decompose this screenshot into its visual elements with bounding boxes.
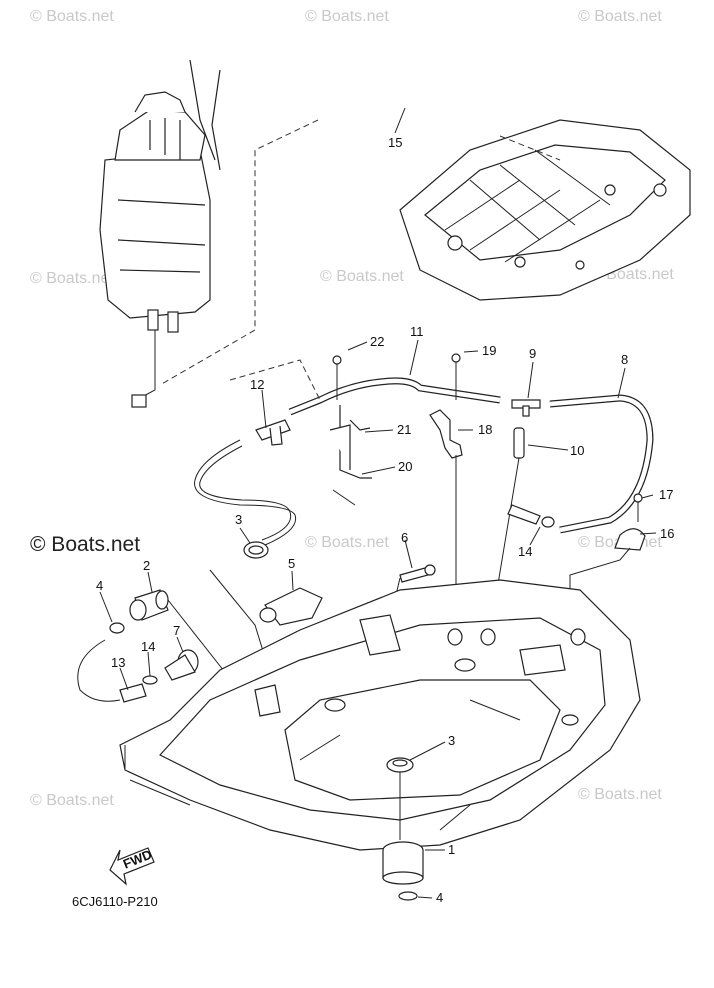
callout-19: 19 [482,343,496,358]
clamp-14-left [142,675,158,685]
hose-11 [288,377,501,416]
joint-12 [255,419,291,446]
callout-21: 21 [397,422,411,437]
callout-18: 18 [478,422,492,437]
watermark: © Boats.net [30,792,114,809]
callout-16: 16 [660,526,674,541]
hose-drain [194,439,297,546]
watermark: © Boats.net [30,270,114,287]
callout-4-lower: 4 [436,890,443,905]
watermark: © Boats.net [578,8,662,25]
callout-1: 1 [448,842,455,857]
callout-10: 10 [570,443,584,458]
vapor-separator-assembly [99,59,221,408]
callout-8: 8 [621,352,628,367]
callout-12: 12 [250,377,264,392]
joint-9 [511,399,541,417]
drain-1 [382,841,424,885]
callout-4-left: 4 [96,578,103,593]
watermark: © Boats.net [305,534,389,551]
diagram-code: 6CJ6110-P210 [72,894,158,909]
watermark: © Boats.net [30,8,114,25]
watermark: © Boats.net [578,786,662,803]
fitting-14-right [507,504,555,528]
engine-block-upper [399,119,691,301]
callout-3-lower: 3 [448,733,455,748]
clamp-4-left [109,622,125,634]
callout-15: 15 [388,135,402,150]
callout-7: 7 [173,623,180,638]
callout-2: 2 [143,558,150,573]
watermark: © Boats.net [305,8,389,25]
callout-22: 22 [370,334,384,349]
callout-13: 13 [111,655,125,670]
callout-3-upper: 3 [235,512,242,527]
callout-14-left: 14 [141,639,155,654]
callout-11: 11 [410,324,424,339]
clamp-4-lower [398,891,418,901]
fwd-arrow-icon: FWD [109,847,155,886]
grommet-5 [209,569,323,691]
leader-lines [99,107,657,899]
callout-5: 5 [288,556,295,571]
callout-9: 9 [529,346,536,361]
watermark: © Boats.net [320,268,404,285]
fitting-7 [164,649,199,681]
callout-14-right: 14 [518,544,532,559]
grommet-3-lower [386,757,414,840]
pipe-13 [77,639,147,703]
watermark-prominent: © Boats.net [30,533,141,556]
hose-15 [159,91,561,386]
callout-6: 6 [401,530,408,545]
bracket-20 [329,355,372,506]
callout-17: 17 [659,487,673,502]
grommet-3-upper [243,541,269,559]
hose-8 [549,394,654,534]
bottom-cowling [119,579,641,851]
callout-20: 20 [398,459,412,474]
